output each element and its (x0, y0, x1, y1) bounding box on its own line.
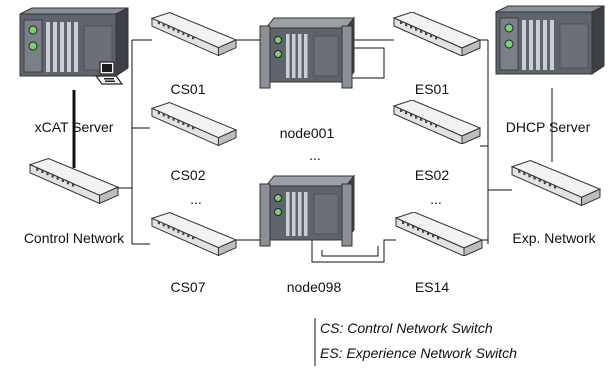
es14-label: ES14 (415, 279, 449, 295)
node001-label: node001 (280, 125, 335, 141)
cs-ellipsis: ... (190, 191, 202, 207)
cs02-label: CS02 (170, 167, 205, 183)
cs01-label: CS01 (170, 81, 205, 97)
cs07-label: CS07 (170, 279, 205, 295)
switch-icon (151, 212, 237, 256)
node098-label: node098 (287, 279, 342, 295)
switch-icon (151, 12, 237, 56)
legend: CS: Control Network Switch ES: Experienc… (314, 318, 517, 366)
switch-icon (393, 12, 481, 56)
node-icon (259, 17, 355, 89)
node098-es14-link (311, 239, 396, 263)
switch-icon (151, 102, 237, 146)
server-icon (495, 5, 605, 75)
connection-lines (72, 39, 553, 263)
legend-es: ES: Experience Network Switch (320, 345, 517, 361)
switch-icon (395, 212, 483, 256)
control-network-label: Control Network (24, 230, 125, 246)
es-ellipsis: ... (430, 191, 442, 207)
nodes-ellipsis: ... (309, 147, 321, 163)
es02-label: ES02 (415, 167, 449, 183)
legend-cs: CS: Control Network Switch (320, 320, 493, 336)
es01-label: ES01 (415, 81, 449, 97)
xcat-server (19, 7, 129, 85)
switch-icon (393, 100, 481, 144)
dhcp-server-label: DHCP Server (506, 119, 591, 135)
exp-network-label: Exp. Network (512, 230, 596, 246)
switch-icon (511, 160, 601, 206)
xcat-server-label: xCAT Server (35, 119, 114, 135)
node-icon (259, 175, 355, 247)
